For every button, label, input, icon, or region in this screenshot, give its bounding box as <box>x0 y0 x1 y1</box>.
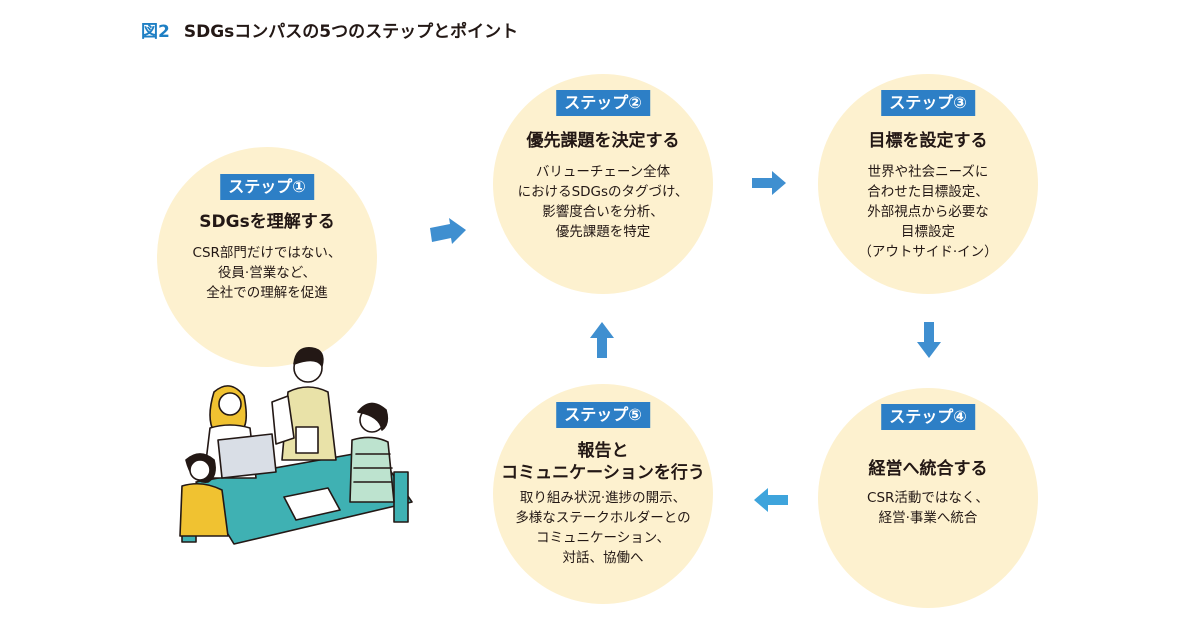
step-3-description: 世界や社会ニーズに 合わせた目標設定、 外部視点から必要な 目標設定 （アウトサ… <box>858 164 998 260</box>
step-2-badge: ステップ② <box>556 90 650 116</box>
step-4-badge: ステップ④ <box>881 404 975 430</box>
step-1-circle: ステップ① SDGsを理解する CSR部門だけではない、 役員·営業など、 全社… <box>157 147 377 367</box>
step-3-badge: ステップ③ <box>881 90 975 116</box>
figure-number: 図2 <box>141 22 170 42</box>
step-1-title: SDGsを理解する <box>199 212 335 232</box>
arrow-up-icon <box>590 322 614 358</box>
step-5-description: 取り組み状況·進捗の開示、 多様なステークホルダーとの コミュニケーション、 対… <box>515 490 691 566</box>
arrow-left-icon <box>754 488 788 512</box>
step-2-circle: ステップ② 優先課題を決定する バリューチェーン全体 におけるSDGsのタグづけ… <box>493 74 713 294</box>
step-2-title: 優先課題を決定する <box>526 131 680 151</box>
step-4-circle: ステップ④ 経営へ統合する CSR活動ではなく、 経営·事業へ統合 <box>818 388 1038 608</box>
step-1-description: CSR部門だけではない、 役員·営業など、 全社での理解を促進 <box>192 245 342 301</box>
figure-title: 図2 SDGsコンパスの5つのステップとポイント <box>141 17 518 42</box>
step-5-badge: ステップ⑤ <box>556 402 650 428</box>
step-4-description: CSR活動ではなく、 経営·事業へ統合 <box>867 490 989 526</box>
step-5-title: 報告と コミュニケーションを行う <box>501 441 705 483</box>
step-3-title: 目標を設定する <box>868 131 988 151</box>
team-meeting-illustration <box>179 347 413 545</box>
step-4-title: 経営へ統合する <box>868 459 988 479</box>
step-3-circle: ステップ③ 目標を設定する 世界や社会ニーズに 合わせた目標設定、 外部視点から… <box>818 74 1038 294</box>
arrow-right-1-icon <box>430 218 466 244</box>
figure-title-text: SDGsコンパスの5つのステップとポイント <box>183 22 519 42</box>
arrow-right-2-icon <box>752 171 786 195</box>
step-5-circle: ステップ⑤ 報告と コミュニケーションを行う 取り組み状況·進捗の開示、 多様な… <box>493 384 713 604</box>
arrow-down-icon <box>917 322 941 358</box>
step-1-badge: ステップ① <box>220 174 314 200</box>
step-2-description: バリューチェーン全体 におけるSDGsのタグづけ、 影響度合いを分析、 優先課題… <box>517 164 689 240</box>
